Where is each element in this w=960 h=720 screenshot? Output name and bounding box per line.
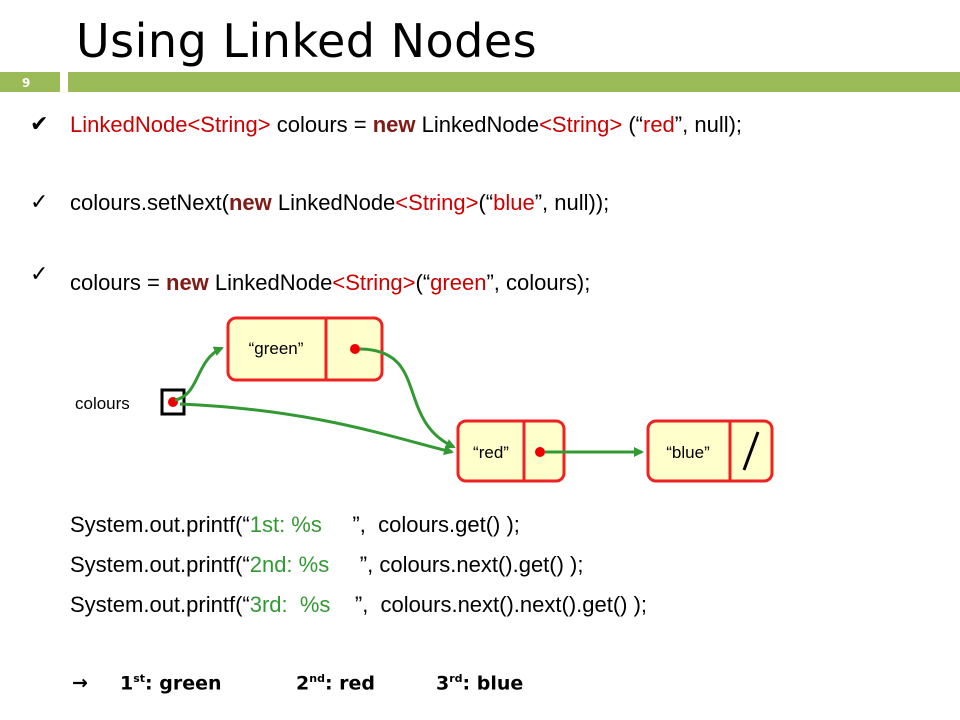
node-green-value: “green”: [249, 339, 304, 358]
output-third: 3rd: blue: [436, 672, 523, 694]
statement-prepend-green: colours = new LinkedNode<String>(“green”…: [70, 270, 590, 296]
code-token: blue: [493, 190, 535, 215]
output-arrow-icon: →: [72, 672, 88, 694]
node-blue-value: “blue”: [666, 443, 710, 462]
code-token: <String>: [187, 112, 271, 137]
printf-prefix: System.out.printf(“: [70, 512, 250, 537]
printf-line-2: System.out.printf(“2nd: %s ”, colours.ne…: [70, 552, 584, 578]
node-blue: “blue”: [646, 419, 774, 483]
output-suffix: rd: [449, 672, 463, 685]
printf-suffix: ”, colours.next().next().get() );: [330, 592, 648, 617]
printf-format: 3rd: %s: [249, 592, 331, 617]
code-token: new: [166, 270, 209, 295]
check-icon-3: ✓: [30, 262, 49, 287]
arrow-old-to-red: [179, 402, 454, 456]
output-suffix: nd: [309, 672, 325, 685]
printf-format: 1st: %s: [249, 512, 322, 537]
output-second: 2nd: red: [296, 672, 375, 694]
printf-line-3: System.out.printf(“3rd: %s ”, colours.ne…: [70, 592, 647, 618]
null-pointer-slash: [742, 431, 760, 471]
code-token: (“: [478, 190, 494, 215]
printf-prefix: System.out.printf(“: [70, 592, 250, 617]
code-token: <String>: [395, 190, 479, 215]
output-ordinal: 2: [296, 672, 310, 695]
output-value: : red: [324, 672, 376, 695]
check-icon-2: ✓: [30, 190, 49, 215]
arrow-colours-to-green: [174, 346, 224, 402]
output-value: : green: [145, 672, 222, 695]
code-token: ”, colours);: [486, 270, 591, 295]
statement-create-red: LinkedNode<String> colours = new LinkedN…: [70, 112, 742, 138]
code-token: <String>: [332, 270, 416, 295]
statement-set-next-blue: colours.setNext(new LinkedNode<String>(“…: [70, 190, 609, 216]
page-number-box: [0, 72, 60, 92]
printf-suffix: ”, colours.get() );: [321, 512, 520, 537]
node-red-next-pointer: [535, 447, 545, 457]
code-token: colours.setNext(: [70, 190, 229, 215]
code-token: new: [228, 190, 272, 215]
code-token: colours =: [270, 112, 373, 137]
node-red-value: “red”: [473, 443, 509, 462]
code-token: LinkedNode: [208, 270, 333, 295]
page-number: 9: [22, 76, 31, 90]
arrow-green-to-red: [359, 347, 456, 449]
printf-prefix: System.out.printf(“: [70, 552, 250, 577]
check-icon-1: ✔: [30, 112, 49, 137]
output-ordinal: 3: [436, 672, 450, 695]
accent-bar: [68, 72, 960, 92]
node-green: “green”: [226, 316, 384, 382]
code-token: new: [372, 112, 416, 137]
code-token: LinkedNode: [70, 112, 188, 137]
code-token: <String>: [539, 112, 623, 137]
printf-line-1: System.out.printf(“1st: %s ”, colours.ge…: [70, 512, 520, 538]
code-token: ”, null);: [674, 112, 743, 137]
code-token: LinkedNode: [415, 112, 540, 137]
code-token: colours =: [70, 270, 166, 295]
output-ordinal: 1: [120, 672, 134, 695]
slide-title: Using Linked Nodes: [76, 14, 538, 68]
code-token: (“: [415, 270, 431, 295]
node-green-next-pointer: [350, 344, 360, 354]
code-token: red: [643, 112, 675, 137]
output-first: 1st: green: [120, 672, 222, 694]
code-token: green: [430, 270, 487, 295]
output-value: : blue: [462, 672, 524, 695]
printf-format: 2nd: %s: [249, 552, 330, 577]
printf-suffix: ”, colours.next().get() );: [329, 552, 584, 577]
code-token: (“: [622, 112, 643, 137]
code-token: ”, null));: [534, 190, 610, 215]
colours-variable-label: colours: [75, 394, 130, 413]
output-suffix: st: [133, 672, 146, 685]
code-token: LinkedNode: [271, 190, 396, 215]
